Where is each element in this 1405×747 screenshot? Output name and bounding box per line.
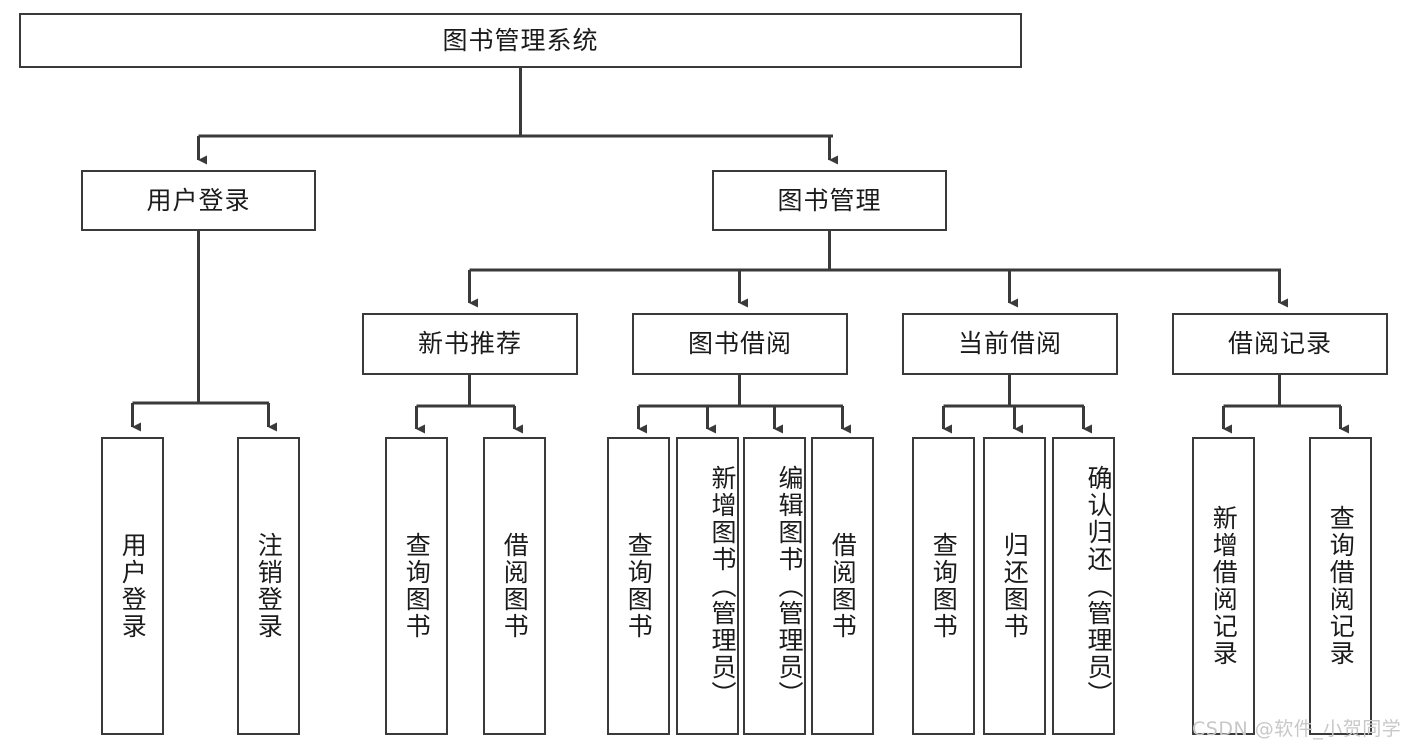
node-book-manage[interactable]: 图书管理 [712, 170, 947, 231]
leaf-confirm-return-admin[interactable]: 确认归还（管理员） [1052, 437, 1115, 735]
leaf-query-borrow-record[interactable]: 查询借阅记录 [1309, 437, 1372, 735]
node-current-borrow[interactable]: 当前借阅 [902, 313, 1118, 375]
leaf-logout[interactable]: 注销登录 [237, 437, 300, 735]
leaf-add-book-admin[interactable]: 新增图书（管理员） [676, 437, 739, 735]
node-book-borrow[interactable]: 图书借阅 [632, 313, 848, 375]
leaf-add-borrow-record[interactable]: 新增借阅记录 [1192, 437, 1255, 735]
leaf-edit-book-admin[interactable]: 编辑图书（管理员） [743, 437, 806, 735]
node-new-book-recommend[interactable]: 新书推荐 [362, 313, 578, 375]
leaf-borrow-book-recommend[interactable]: 借阅图书 [483, 437, 546, 735]
leaf-user-login[interactable]: 用户登录 [101, 437, 164, 735]
leaf-query-book-borrow[interactable]: 查询图书 [607, 437, 670, 735]
csdn-watermark: CSDN @软件_小贺同学 [1192, 718, 1402, 740]
leaf-query-book-recommend[interactable]: 查询图书 [385, 437, 448, 735]
leaf-return-book[interactable]: 归还图书 [983, 437, 1046, 735]
node-borrow-record[interactable]: 借阅记录 [1172, 313, 1388, 375]
leaf-borrow-book[interactable]: 借阅图书 [811, 437, 874, 735]
node-root[interactable]: 图书管理系统 [19, 13, 1022, 68]
leaf-query-book-current[interactable]: 查询图书 [912, 437, 975, 735]
node-user-login[interactable]: 用户登录 [81, 170, 316, 231]
